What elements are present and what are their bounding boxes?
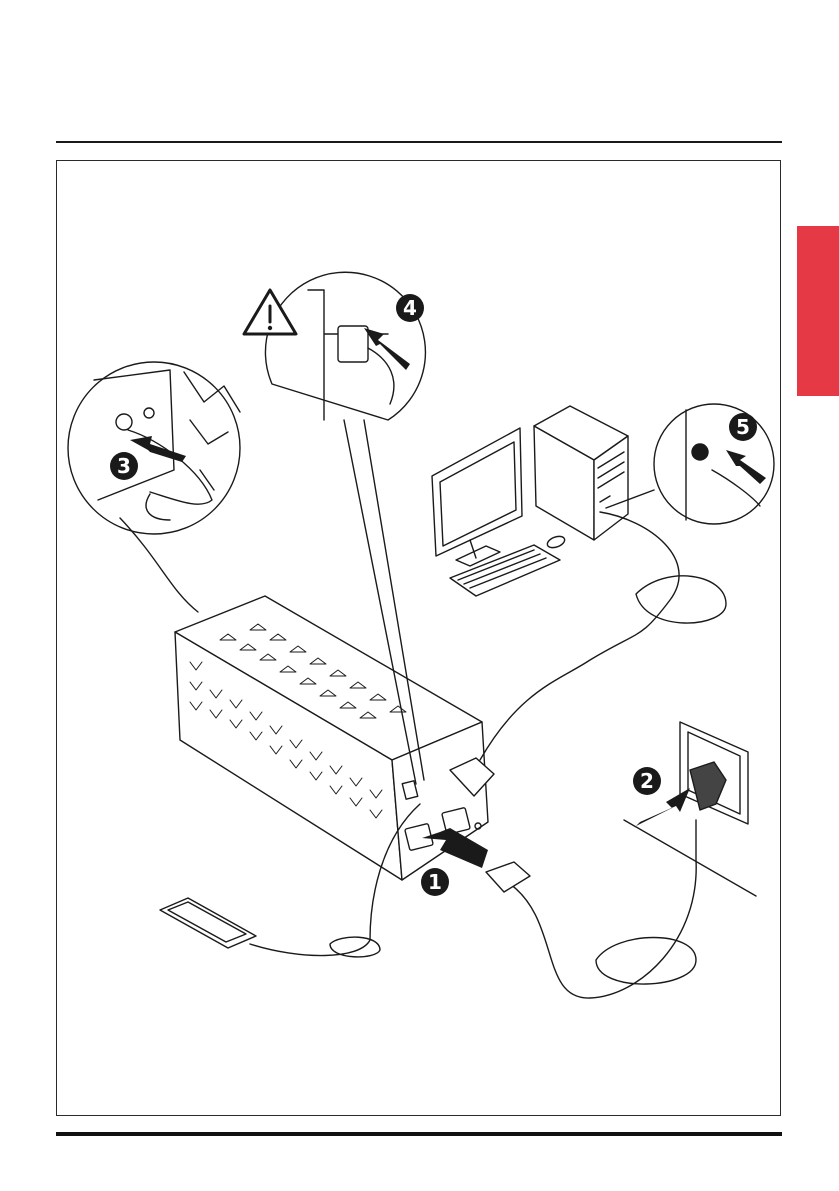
step-badge-5: 5 [729, 413, 757, 441]
step-badge-4: 4 [396, 294, 424, 322]
svg-text:5: 5 [736, 415, 750, 439]
step-badge-1: 1 [421, 868, 449, 896]
svg-text:4: 4 [403, 296, 417, 320]
wall-outlet [624, 722, 756, 896]
svg-text:2: 2 [640, 769, 654, 793]
svg-text:3: 3 [117, 454, 131, 478]
step-badge-3: 3 [110, 452, 138, 480]
desktop-computer [432, 406, 628, 596]
callout-power-button [68, 362, 240, 612]
svg-text:1: 1 [428, 870, 442, 894]
step-badge-2: 2 [633, 767, 661, 795]
smartphone [160, 898, 256, 948]
